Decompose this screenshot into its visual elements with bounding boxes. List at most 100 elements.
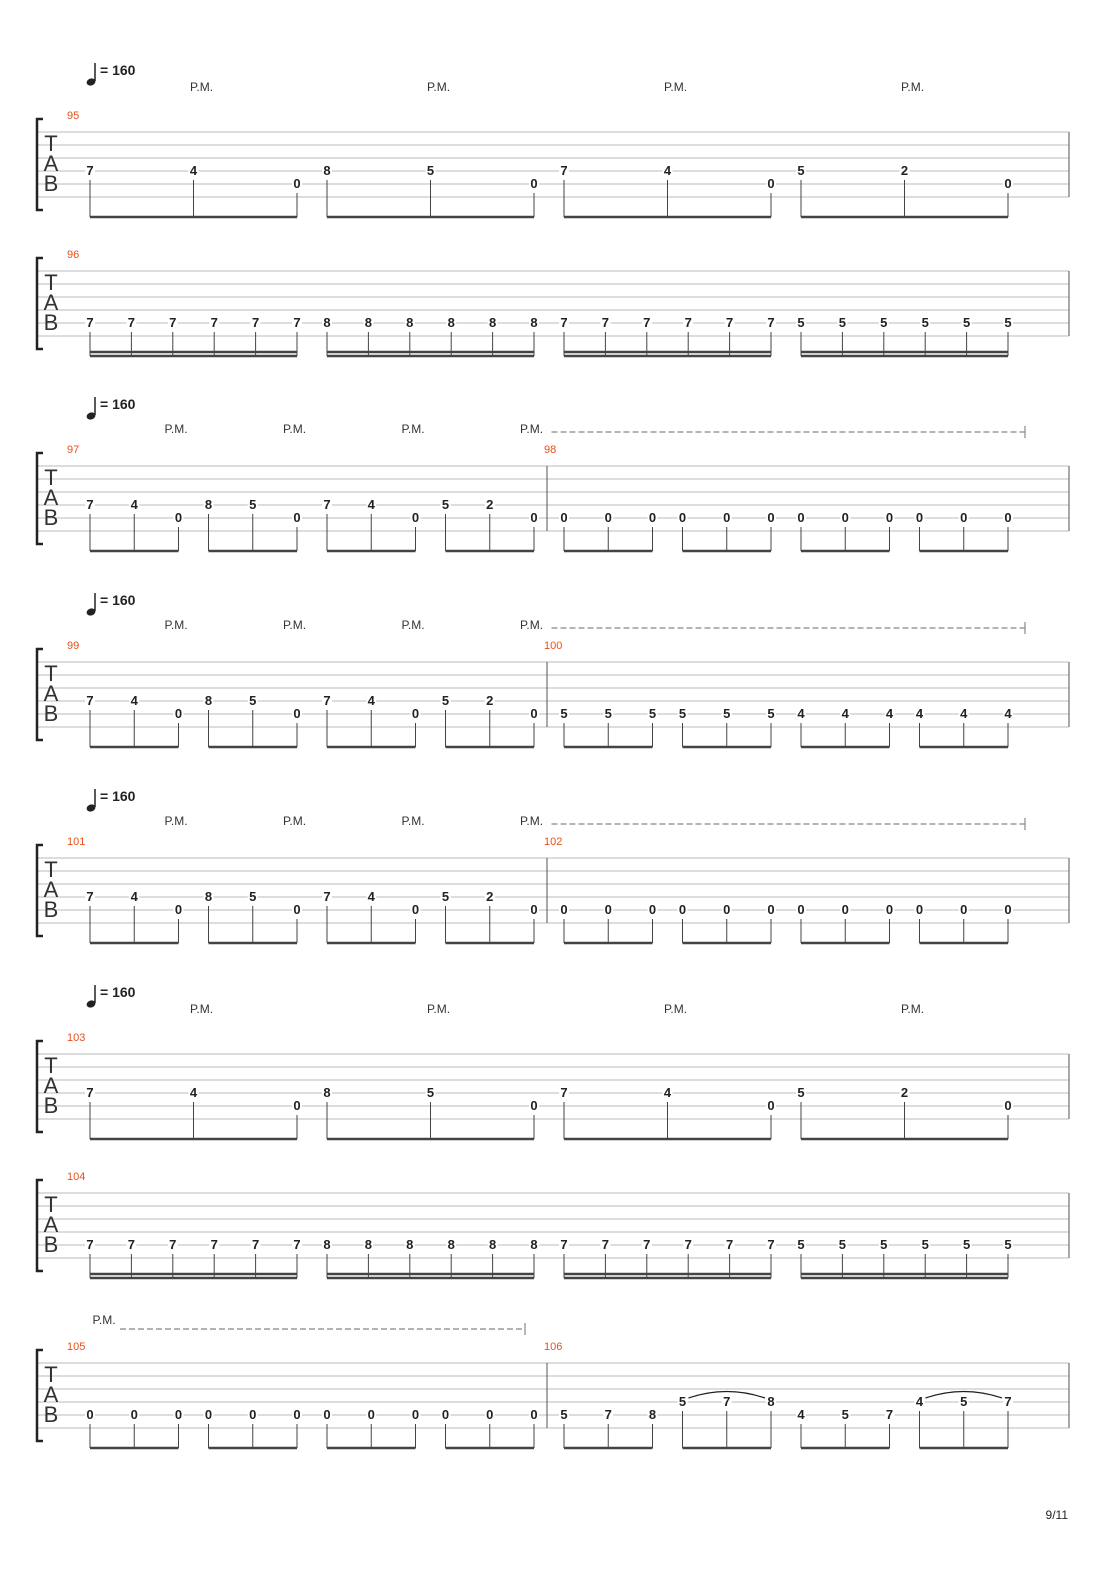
fret-bg [603, 511, 614, 524]
tempo-marking: = 160 [100, 396, 136, 412]
fret-number: 0 [293, 1098, 300, 1113]
fret-number: 7 [323, 693, 330, 708]
fret-number: 5 [797, 163, 804, 178]
fret-bg [914, 1395, 925, 1408]
fret-number: 0 [368, 1407, 375, 1422]
fret-bg [247, 498, 258, 511]
fret-bg [796, 707, 806, 720]
fret-number: 0 [486, 1407, 493, 1422]
fret-number: 7 [685, 1237, 692, 1252]
fret-bg [1003, 511, 1013, 524]
fret-bg [647, 903, 658, 916]
palm-mute-label: P.M. [401, 422, 424, 436]
fret-bg [188, 164, 199, 177]
fret-bg [766, 1395, 776, 1408]
fret-number: 8 [323, 1237, 330, 1252]
tab-clef-letter: T [44, 465, 57, 490]
fret-number: 0 [916, 510, 923, 525]
fret-bg [559, 903, 569, 916]
fret-number: 4 [960, 706, 968, 721]
palm-mute-label: P.M. [164, 814, 187, 828]
fret-bg [600, 316, 611, 329]
fret-number: 0 [530, 510, 537, 525]
fret-number: 5 [679, 1394, 686, 1409]
fret-bg [129, 694, 140, 707]
system-bracket [35, 843, 43, 938]
fret-number: 0 [560, 510, 567, 525]
fret-number: 7 [323, 497, 330, 512]
fret-bg [292, 903, 302, 916]
fret-bg [796, 316, 806, 329]
tab-clef-letter: T [44, 661, 57, 686]
fret-bg [766, 707, 776, 720]
fret-number: 0 [886, 510, 893, 525]
fret-number: 5 [442, 497, 449, 512]
tab-clef-letter: B [44, 1402, 59, 1427]
system-bracket [35, 1178, 43, 1273]
fret-number: 7 [211, 1237, 218, 1252]
fret-number: 5 [963, 1237, 970, 1252]
fret-number: 0 [131, 1407, 138, 1422]
fret-number: 5 [427, 1085, 434, 1100]
fret-number: 0 [560, 902, 567, 917]
fret-number: 7 [293, 1237, 300, 1252]
fret-bg [796, 511, 806, 524]
fret-number: 8 [205, 497, 212, 512]
fret-bg [958, 707, 969, 720]
measure-number: 103 [67, 1032, 85, 1044]
fret-number: 5 [1004, 315, 1011, 330]
fret-bg [683, 316, 694, 329]
fret-number: 0 [960, 902, 967, 917]
fret-number: 5 [605, 706, 612, 721]
fret-number: 7 [86, 693, 93, 708]
fret-number: 0 [323, 1407, 330, 1422]
tab-clef-letter: A [44, 1073, 59, 1098]
tab-clef-letter: A [44, 1212, 59, 1237]
tab-clef-letter: T [44, 1362, 57, 1387]
fret-number: 4 [886, 706, 894, 721]
fret-number: 7 [169, 1237, 176, 1252]
fret-bg [766, 316, 776, 329]
fret-bg [85, 694, 95, 707]
fret-bg [721, 511, 732, 524]
fret-number: 8 [767, 1394, 774, 1409]
fret-bg [410, 707, 421, 720]
fret-number: 0 [916, 902, 923, 917]
fret-bg [292, 316, 302, 329]
fret-number: 0 [649, 902, 656, 917]
fret-number: 2 [901, 1085, 908, 1100]
fret-number: 0 [679, 902, 686, 917]
fret-number: 7 [169, 315, 176, 330]
fret-bg [529, 903, 539, 916]
fret-bg [559, 1086, 569, 1099]
fret-number: 2 [486, 693, 493, 708]
fret-bg [322, 694, 332, 707]
fret-bg [766, 177, 776, 190]
fret-bg [425, 164, 436, 177]
fret-number: 7 [560, 163, 567, 178]
fret-bg [484, 1408, 495, 1421]
fret-bg [1003, 177, 1013, 190]
fret-number: 8 [489, 315, 496, 330]
fret-number: 7 [1004, 1394, 1011, 1409]
fret-bg [796, 164, 806, 177]
fret-bg [173, 903, 184, 916]
palm-mute-label: P.M. [92, 1313, 115, 1327]
fret-bg [85, 1086, 95, 1099]
fret-bg [203, 1408, 214, 1421]
fret-number: 5 [797, 1237, 804, 1252]
fret-number: 8 [365, 315, 372, 330]
palm-mute-label: P.M. [283, 618, 306, 632]
fret-number: 0 [960, 510, 967, 525]
fret-bg [840, 1408, 851, 1421]
fret-bg [529, 511, 539, 524]
fret-bg [677, 511, 688, 524]
fret-number: 8 [530, 315, 537, 330]
fret-bg [410, 1408, 421, 1421]
fret-number: 5 [442, 889, 449, 904]
fret-number: 8 [489, 1237, 496, 1252]
fret-bg [529, 316, 539, 329]
fret-bg [292, 1099, 302, 1112]
fret-number: 0 [530, 176, 537, 191]
fret-number: 8 [406, 1237, 413, 1252]
